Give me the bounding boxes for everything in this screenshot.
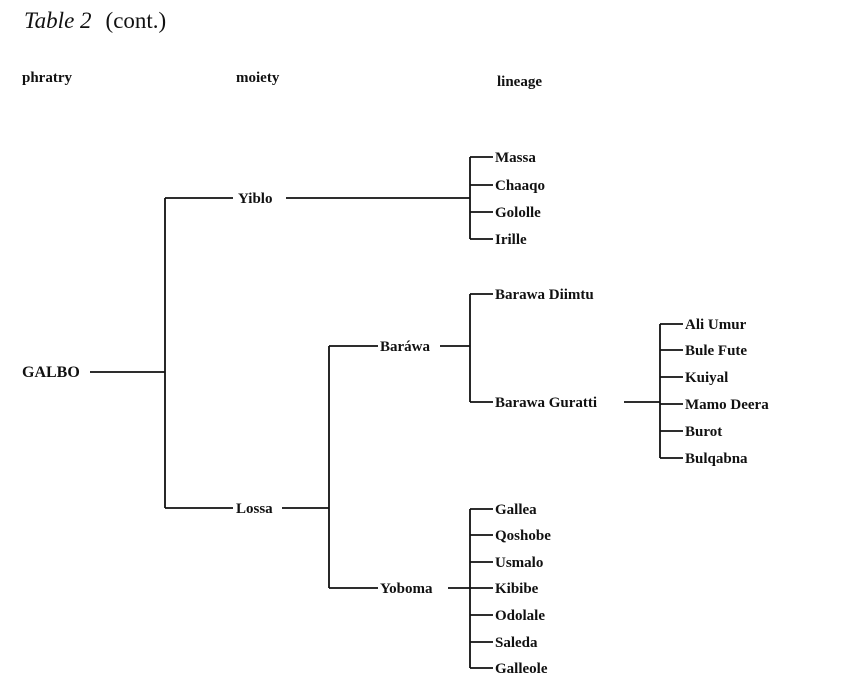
lineage-chaaqo: Chaaqo — [495, 178, 545, 194]
table-number: Table 2 — [24, 8, 92, 33]
sublineage-kuiyal: Kuiyal — [685, 370, 728, 386]
yiblo-lineage-ticks — [470, 156, 493, 240]
lineage-massa: Massa — [495, 150, 536, 166]
lineage-barawa-guratti: Barawa Guratti — [495, 395, 597, 411]
sublineage-bule-fute: Bule Fute — [685, 343, 747, 359]
guratti-sublineage-ticks — [660, 323, 683, 459]
lineage-odolale: Odolale — [495, 608, 545, 624]
lineage-usmalo: Usmalo — [495, 555, 543, 571]
header-phratry: phratry — [22, 70, 72, 86]
yoboma-lineage-ticks — [470, 508, 493, 669]
sublineage-mamo-deera: Mamo Deera — [685, 397, 769, 413]
table-caption: Table 2 (cont.) — [24, 8, 166, 34]
lineage-gololle: Gololle — [495, 205, 541, 221]
node-barawa: Baráwa — [380, 339, 430, 355]
sublineage-bulqabna: Bulqabna — [685, 451, 748, 467]
lineage-irille: Irille — [495, 232, 527, 248]
node-yiblo: Yiblo — [238, 191, 272, 207]
lineage-barawa-diimtu: Barawa Diimtu — [495, 287, 594, 303]
lineage-kibibe: Kibibe — [495, 581, 539, 597]
node-galbo: GALBO — [22, 364, 80, 381]
lineage-gallea: Gallea — [495, 502, 537, 518]
lineage-qoshobe: Qoshobe — [495, 528, 551, 544]
node-lossa: Lossa — [236, 501, 273, 517]
table-cont: (cont.) — [105, 8, 167, 33]
lineage-saleda: Saleda — [495, 635, 538, 651]
header-moiety: moiety — [236, 70, 280, 86]
lineage-galleole: Galleole — [495, 661, 548, 677]
sublineage-ali-umur: Ali Umur — [685, 317, 747, 333]
header-lineage: lineage — [497, 74, 542, 90]
node-yoboma: Yoboma — [380, 581, 433, 597]
sublineage-burot: Burot — [685, 424, 722, 440]
